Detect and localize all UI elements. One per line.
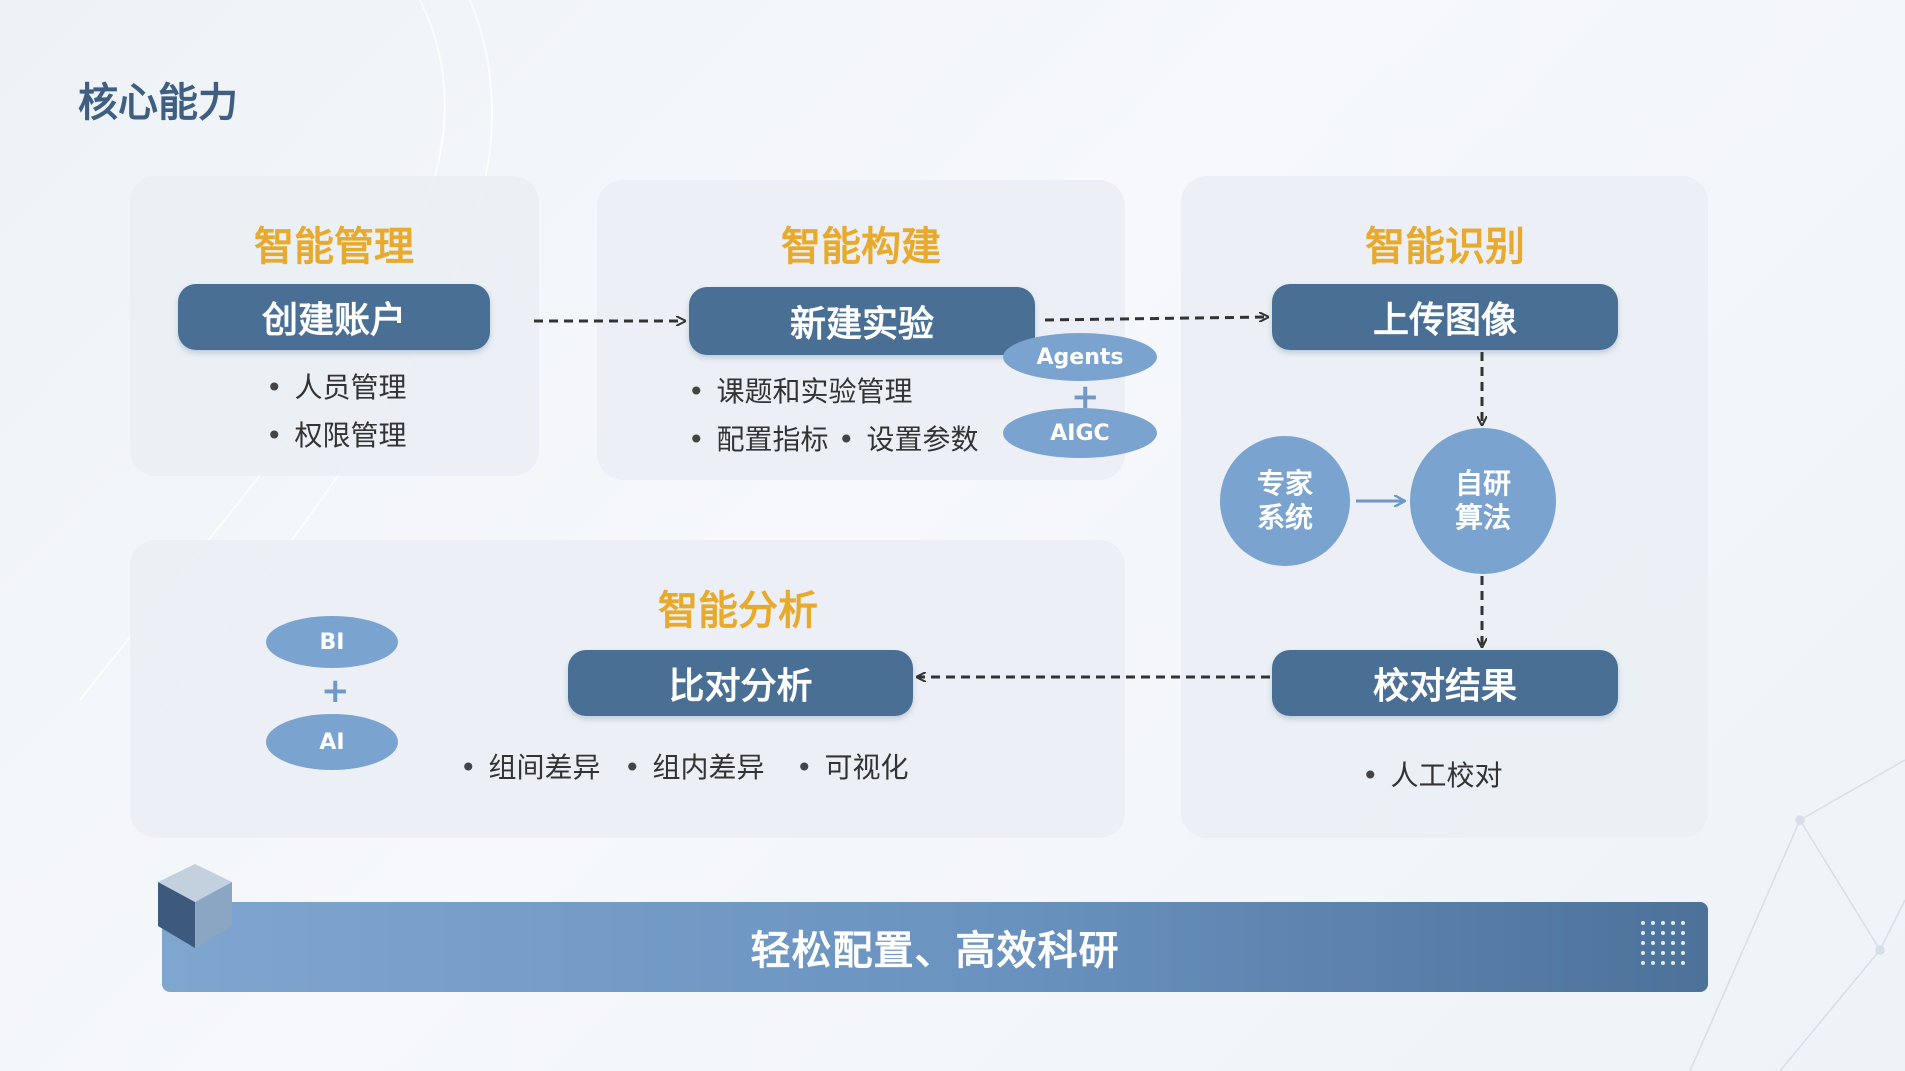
upload-image-pill: 上传图像 — [1272, 284, 1618, 350]
page-title: 核心能力 — [78, 80, 238, 126]
aigc-oval: AIGC — [1003, 408, 1157, 458]
dot-grid-icon — [1641, 921, 1685, 965]
cube-icon — [158, 864, 232, 948]
proofread-result-pill: 校对结果 — [1272, 650, 1618, 716]
banner-text: 轻松配置、高效科研 — [750, 928, 1120, 974]
section-title-management: 智能管理 — [254, 224, 414, 270]
agents-oval: Agents — [1003, 333, 1157, 381]
section-title-build: 智能构建 — [781, 224, 941, 270]
expert-system-circle: 专家系统 — [1220, 436, 1350, 566]
new-experiment-pill: 新建实验 — [689, 287, 1035, 355]
list-item: 人员管理 — [266, 366, 407, 406]
list-item: 组间差异 — [460, 746, 601, 786]
slogan-banner: 轻松配置、高效科研 — [162, 902, 1708, 992]
list-item: 人工校对 — [1362, 754, 1503, 794]
comparison-analysis-pill: 比对分析 — [568, 650, 913, 716]
list-item: 课题和实验管理 — [688, 370, 913, 410]
list-item: 可视化 — [796, 746, 909, 786]
list-item: 设置参数 — [838, 418, 979, 458]
list-item: 组内差异 — [624, 746, 765, 786]
list-item: 配置指标 — [688, 418, 829, 458]
list-item: 权限管理 — [266, 414, 407, 454]
section-title-recognition: 智能识别 — [1365, 224, 1525, 270]
section-title-analysis: 智能分析 — [658, 588, 818, 634]
ai-oval: AI — [266, 714, 398, 770]
create-account-pill: 创建账户 — [178, 284, 490, 350]
bi-oval: BI — [266, 616, 398, 668]
self-developed-algorithm-circle: 自研算法 — [1410, 428, 1556, 574]
plus-icon: + — [321, 671, 350, 711]
